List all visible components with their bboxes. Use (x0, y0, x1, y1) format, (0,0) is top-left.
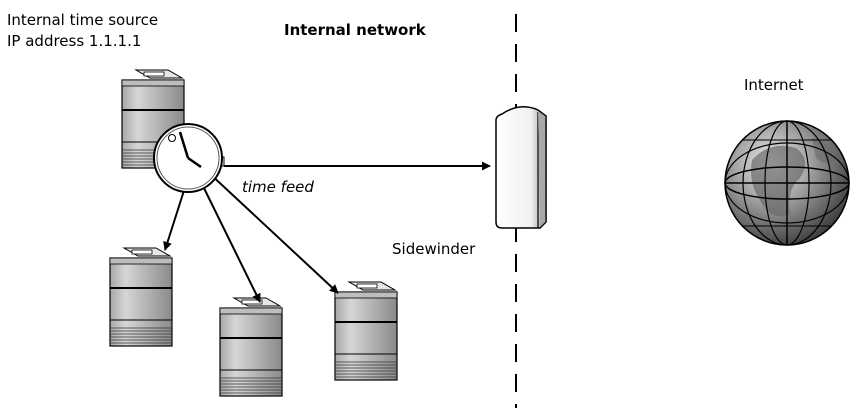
client-server-3-icon (334, 281, 398, 381)
internet-label: Internet (744, 76, 804, 94)
sidewinder-label: Sidewinder (392, 240, 476, 258)
clock-icon (153, 123, 225, 193)
internal-network-label: Internal network (284, 21, 427, 39)
time-source-label-line1: Internal time source (7, 11, 158, 29)
time-arrow-client-2 (199, 179, 261, 303)
client-server-1-icon (109, 247, 173, 347)
firewall-appliance-icon (495, 106, 547, 229)
client-server-2-icon (219, 297, 283, 397)
globe-icon (724, 120, 850, 246)
time-source-label-line2: IP address 1.1.1.1 (7, 32, 141, 50)
time-feed-label: time feed (242, 178, 314, 196)
time-arrow-client-3 (207, 171, 339, 294)
